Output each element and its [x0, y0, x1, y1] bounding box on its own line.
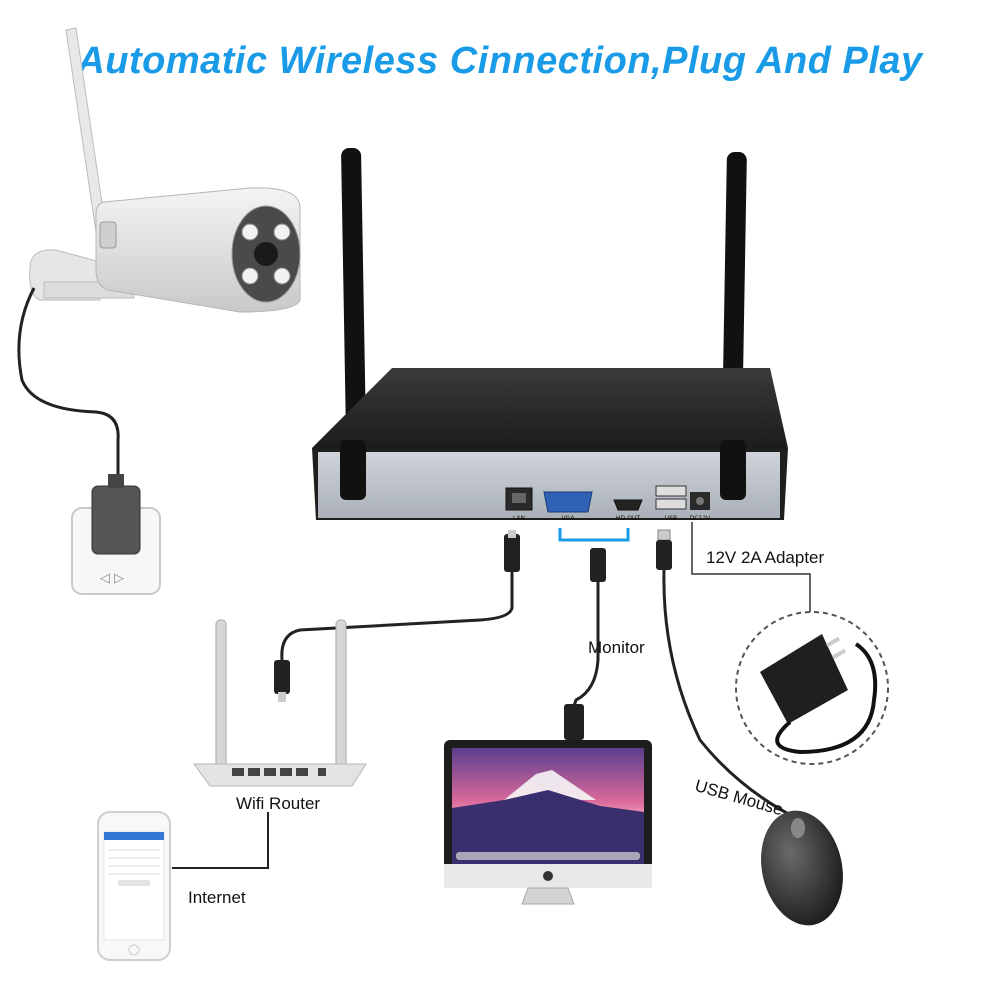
port-label-lan: LAN: [513, 515, 525, 522]
adapter-label: 12V 2A Adapter: [706, 548, 825, 567]
camera-power-cable: [17, 287, 120, 480]
monitor-icon: [444, 740, 652, 905]
port-label-hdmi: HD-OUT: [616, 515, 641, 522]
wifi-router-icon: [193, 619, 367, 787]
lan-cable: [274, 530, 520, 702]
port-label-usb: USB: [665, 515, 677, 522]
bullet-camera-icon: [29, 27, 301, 313]
adapter-leader-line: [691, 522, 811, 614]
monitor-label: Monitor: [588, 638, 645, 657]
usb-cable: [656, 529, 801, 822]
port-label-vga: VGA: [562, 515, 576, 522]
internet-label: Internet: [188, 888, 246, 907]
router-label: Wifi Router: [236, 794, 321, 813]
port-label-dc: DC12V: [690, 515, 711, 522]
internet-line: [172, 812, 269, 869]
mouse-icon: [761, 810, 843, 926]
diagram-title: Automatic Wireless Cinnection,Plug And P…: [77, 40, 923, 82]
smartphone-icon: [97, 811, 171, 961]
svg-text:◁ ▷: ◁ ▷: [100, 571, 124, 586]
vga-cable: [564, 548, 606, 740]
wall-outlet-icon: ◁ ▷: [71, 474, 161, 595]
nvr-recorder-icon: [312, 147, 788, 542]
power-adapter-icon: [735, 611, 889, 765]
